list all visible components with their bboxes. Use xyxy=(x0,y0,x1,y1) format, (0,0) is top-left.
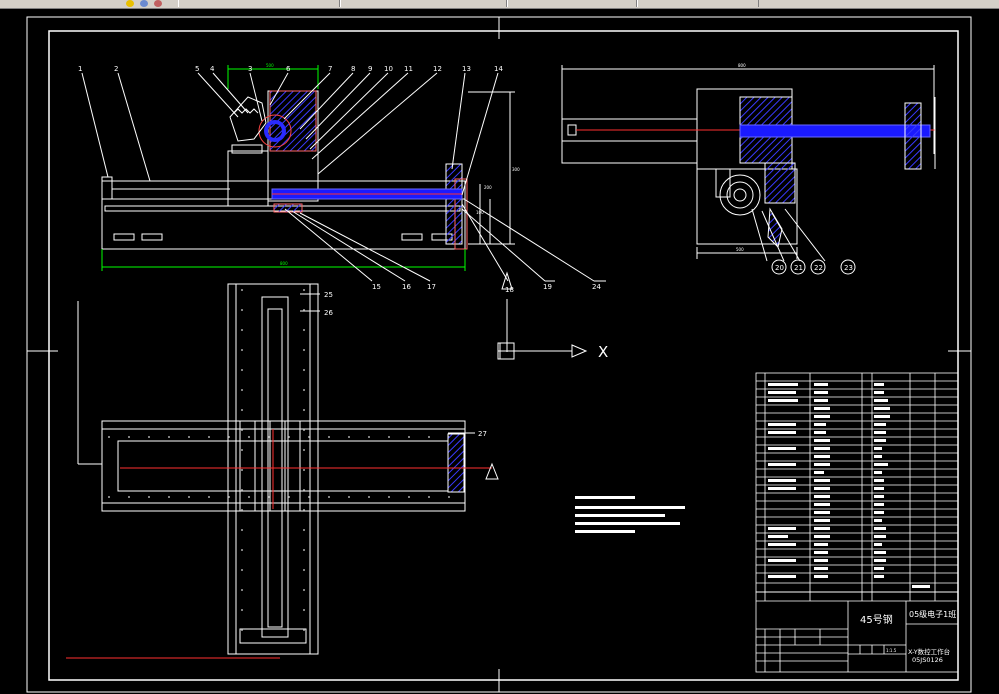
part-label-9: 9 xyxy=(368,65,372,73)
material-label: 45号钢 xyxy=(860,613,893,626)
labels: 1 2 3 4 5 6 7 8 9 10 11 12 13 14 15 16 1… xyxy=(78,65,853,438)
dimension-labels: 500 800 800 500 300 200 100 xyxy=(266,63,746,266)
dim-right-top: 800 xyxy=(738,63,746,68)
part-label-11: 11 xyxy=(404,65,413,73)
front-view xyxy=(81,65,606,290)
part-label-19: 19 xyxy=(543,283,552,291)
part-label-20: 20 xyxy=(775,264,784,272)
layer-sun-icon[interactable] xyxy=(140,0,148,7)
part-label-10: 10 xyxy=(384,65,393,73)
part-label-15: 15 xyxy=(372,283,381,291)
parts-list-text xyxy=(768,383,930,588)
scale-label: 1:1.5 xyxy=(886,648,897,653)
part-label-4: 4 xyxy=(210,65,215,73)
part-label-8: 8 xyxy=(351,65,355,73)
part-label-3: 3 xyxy=(248,65,252,73)
part-label-16: 16 xyxy=(402,283,411,291)
ucs-icon xyxy=(497,299,588,360)
part-label-18: 18 xyxy=(505,286,514,294)
title-block xyxy=(755,591,959,673)
part-label-12: 12 xyxy=(433,65,442,73)
drawing-name-label: X-Y数控工作台 xyxy=(908,647,950,656)
lineweight-dropdown[interactable] xyxy=(637,0,759,7)
dim-right-bottom: 500 xyxy=(736,247,744,252)
axis-x-label: X xyxy=(598,343,608,361)
part-label-17: 17 xyxy=(427,283,436,291)
project-label: 05级电子1班 xyxy=(909,609,956,619)
toolbar-strip xyxy=(0,0,999,9)
part-label-7: 7 xyxy=(328,65,332,73)
part-label-6: 6 xyxy=(286,65,291,73)
layer-dropdown[interactable] xyxy=(178,0,340,7)
part-label-26: 26 xyxy=(324,309,333,317)
top-view xyxy=(66,283,499,659)
part-label-25: 25 xyxy=(324,291,333,299)
layer-bulb-icon[interactable] xyxy=(126,0,134,7)
part-label-21: 21 xyxy=(794,264,803,272)
layer-lock-icon[interactable] xyxy=(154,0,162,7)
title-block-text: 45号钢 05级电子1班 X-Y数控工作台 05JS0126 1:1.5 xyxy=(860,609,956,664)
side-view xyxy=(561,65,936,275)
drawing-no-label: 05JS0126 xyxy=(912,656,943,664)
technical-notes xyxy=(575,496,685,533)
part-label-27: 27 xyxy=(478,430,487,438)
color-dropdown[interactable] xyxy=(340,0,507,7)
part-label-2: 2 xyxy=(114,65,118,73)
drawing-canvas[interactable]: 1 2 3 4 5 6 7 8 9 10 11 12 13 14 15 16 1… xyxy=(0,9,999,694)
part-label-24: 24 xyxy=(592,283,601,291)
dim-left-bottom: 800 xyxy=(280,261,288,266)
dim-vert-2: 200 xyxy=(484,185,492,190)
outer-border xyxy=(26,16,972,693)
part-label-23: 23 xyxy=(844,264,853,272)
part-label-5: 5 xyxy=(195,65,199,73)
part-label-14: 14 xyxy=(494,65,503,73)
dim-vert-1: 300 xyxy=(512,167,520,172)
dim-left-top: 500 xyxy=(266,63,274,68)
linetype-dropdown[interactable] xyxy=(507,0,637,7)
part-label-1: 1 xyxy=(78,65,82,73)
inner-border xyxy=(48,30,959,681)
dim-vert-3: 100 xyxy=(476,210,484,215)
part-label-13: 13 xyxy=(462,65,471,73)
part-label-22: 22 xyxy=(814,264,823,272)
